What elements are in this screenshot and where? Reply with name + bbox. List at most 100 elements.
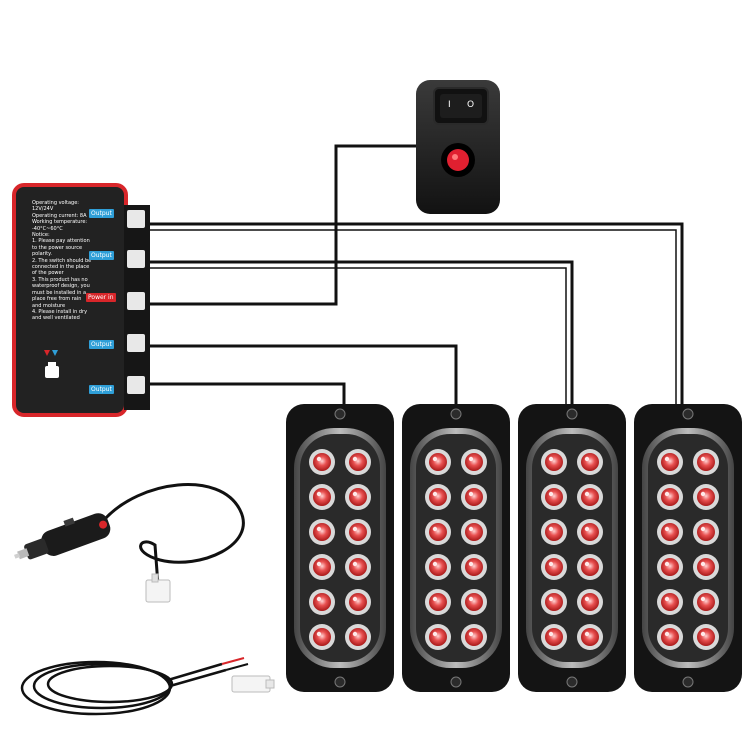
light-heads bbox=[286, 404, 742, 692]
led-highlight bbox=[468, 491, 474, 497]
led bbox=[313, 488, 331, 506]
led bbox=[465, 593, 483, 611]
led bbox=[697, 453, 715, 471]
led bbox=[661, 453, 679, 471]
mount-hole-bottom bbox=[334, 676, 346, 688]
led bbox=[349, 453, 367, 471]
led bbox=[313, 453, 331, 471]
led bbox=[581, 488, 599, 506]
led-highlight bbox=[432, 491, 438, 497]
led bbox=[465, 523, 483, 541]
led-highlight bbox=[432, 596, 438, 602]
led-highlight bbox=[352, 456, 358, 462]
led bbox=[313, 558, 331, 576]
led-highlight bbox=[352, 561, 358, 567]
cable-connector bbox=[231, 675, 275, 693]
led-highlight bbox=[700, 631, 706, 637]
led bbox=[697, 488, 715, 506]
led-highlight bbox=[548, 491, 554, 497]
led-highlight bbox=[316, 526, 322, 532]
power-cable-coil bbox=[20, 660, 227, 716]
led-highlight bbox=[316, 561, 322, 567]
led-highlight bbox=[664, 561, 670, 567]
port-label-output-2: Output bbox=[89, 251, 114, 260]
light-head-2 bbox=[402, 404, 510, 692]
controller-icon bbox=[44, 350, 59, 378]
led bbox=[581, 523, 599, 541]
led-highlight bbox=[432, 526, 438, 532]
led bbox=[429, 488, 447, 506]
mount-hole-bottom bbox=[682, 676, 694, 688]
led-highlight bbox=[548, 526, 554, 532]
led-highlight bbox=[468, 526, 474, 532]
led bbox=[313, 628, 331, 646]
led-highlight bbox=[700, 526, 706, 532]
led-highlight bbox=[468, 456, 474, 462]
led bbox=[581, 453, 599, 471]
led bbox=[465, 488, 483, 506]
led-highlight bbox=[352, 631, 358, 637]
led-highlight bbox=[316, 596, 322, 602]
led-highlight bbox=[352, 491, 358, 497]
led-highlight bbox=[584, 596, 590, 602]
port-label-power-in: Power in bbox=[86, 293, 116, 302]
led-highlight bbox=[700, 456, 706, 462]
led-highlight bbox=[700, 596, 706, 602]
light-head-3 bbox=[518, 404, 626, 692]
led-highlight bbox=[316, 491, 322, 497]
led-highlight bbox=[584, 526, 590, 532]
led-highlight bbox=[700, 491, 706, 497]
led bbox=[697, 593, 715, 611]
port-label-output-1: Output bbox=[89, 209, 114, 218]
led bbox=[661, 558, 679, 576]
led-highlight bbox=[468, 596, 474, 602]
wire-secondary-2 bbox=[150, 267, 567, 410]
cigarette-lighter-plug bbox=[14, 513, 111, 560]
led bbox=[545, 488, 563, 506]
led bbox=[661, 628, 679, 646]
wiring bbox=[150, 144, 684, 410]
led bbox=[661, 488, 679, 506]
led bbox=[545, 453, 563, 471]
led-highlight bbox=[548, 631, 554, 637]
light-head-4 bbox=[634, 404, 742, 692]
led-highlight bbox=[584, 456, 590, 462]
cable-wire-ends bbox=[221, 657, 249, 671]
mount-hole-top bbox=[566, 408, 578, 420]
led-highlight bbox=[352, 596, 358, 602]
led-highlight bbox=[664, 596, 670, 602]
led-highlight bbox=[664, 526, 670, 532]
switch-unit bbox=[416, 80, 500, 214]
led bbox=[581, 628, 599, 646]
light-head-1 bbox=[286, 404, 394, 692]
led-highlight bbox=[548, 561, 554, 567]
wire-secondary-1 bbox=[150, 229, 677, 410]
led bbox=[581, 593, 599, 611]
led bbox=[429, 593, 447, 611]
led bbox=[661, 523, 679, 541]
led-highlight bbox=[584, 491, 590, 497]
wire-power-switch bbox=[150, 144, 416, 306]
led bbox=[429, 453, 447, 471]
rocker-symbol-off: O bbox=[467, 100, 475, 110]
led-highlight bbox=[352, 526, 358, 532]
led bbox=[313, 523, 331, 541]
led-highlight bbox=[548, 596, 554, 602]
led bbox=[429, 628, 447, 646]
led bbox=[349, 488, 367, 506]
plug-connector bbox=[145, 573, 171, 603]
controller-box bbox=[12, 183, 150, 417]
led-highlight bbox=[664, 631, 670, 637]
led-highlight bbox=[468, 561, 474, 567]
led-highlight bbox=[432, 561, 438, 567]
led bbox=[697, 523, 715, 541]
led bbox=[581, 558, 599, 576]
rocker-symbol-on: I bbox=[448, 100, 451, 110]
led-highlight bbox=[664, 456, 670, 462]
led bbox=[313, 593, 331, 611]
led-highlight bbox=[548, 456, 554, 462]
mount-hole-top bbox=[450, 408, 462, 420]
led bbox=[349, 628, 367, 646]
port-label-output-3: Output bbox=[89, 340, 114, 349]
